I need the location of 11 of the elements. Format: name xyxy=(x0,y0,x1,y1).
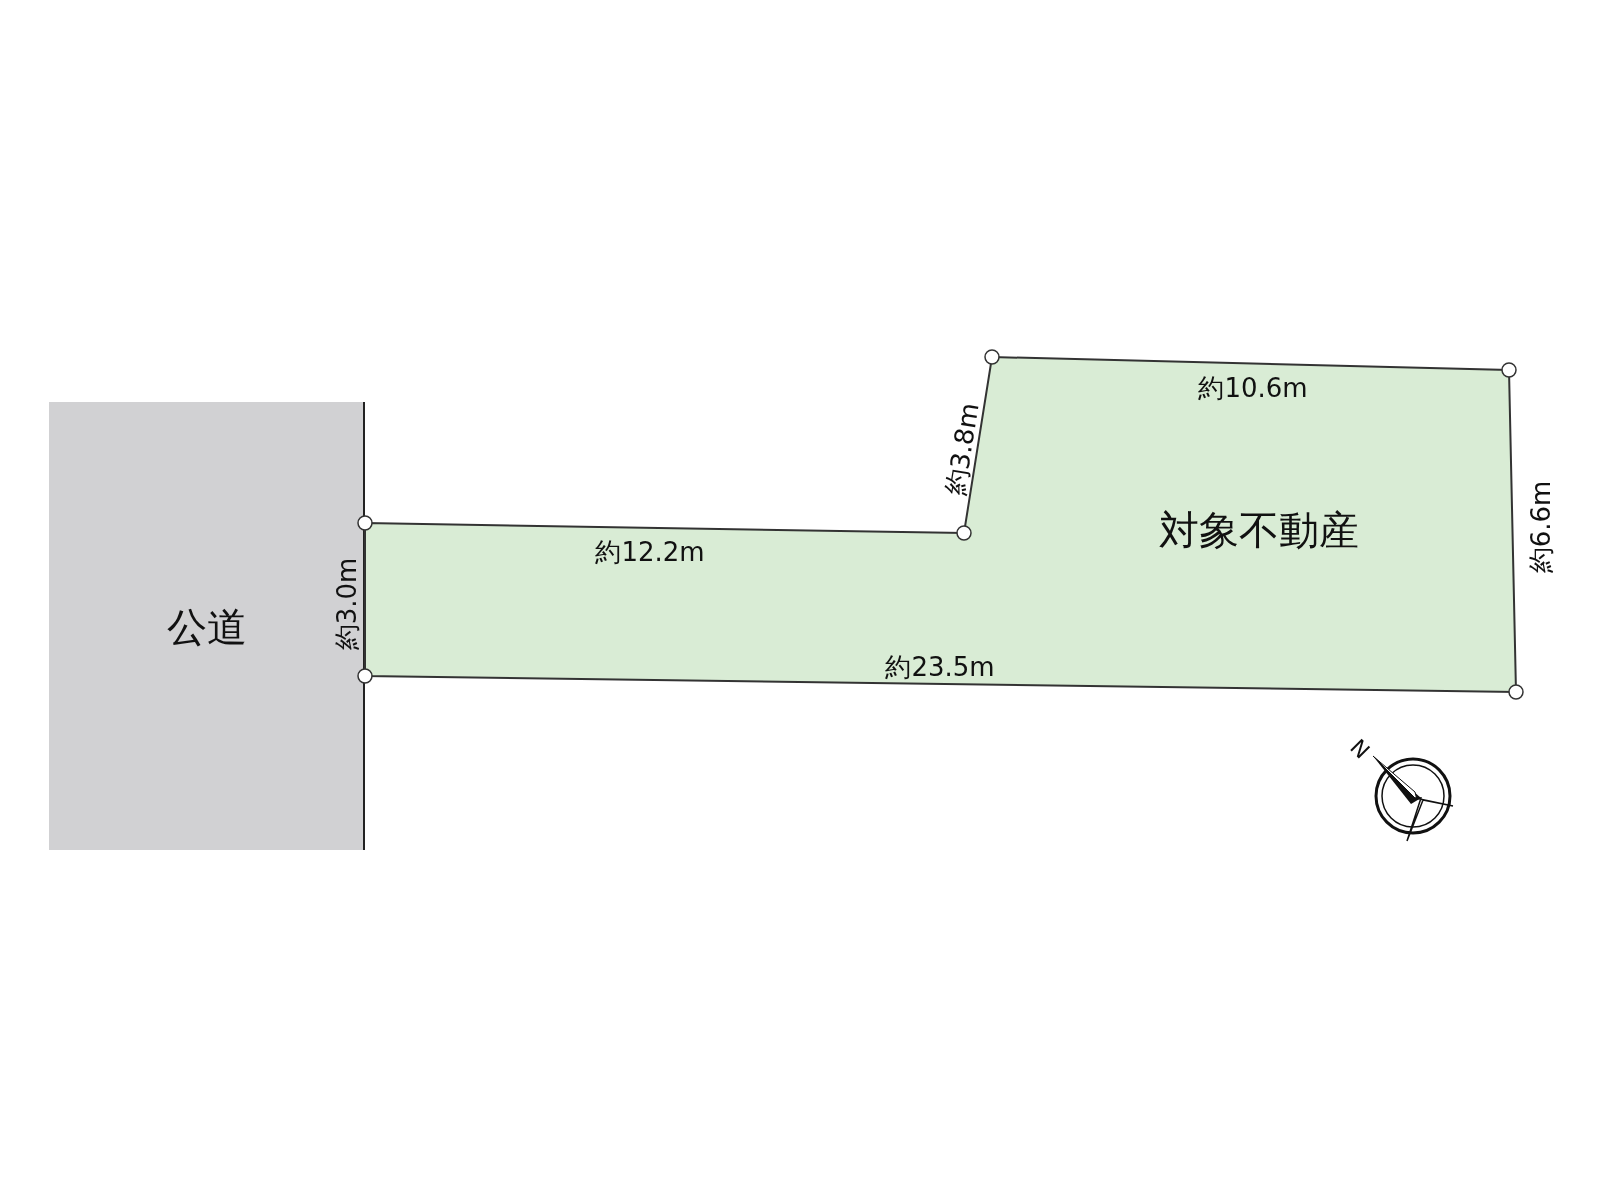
dimension-label: 約3.8m xyxy=(939,400,986,498)
dimension-label: 約23.5m xyxy=(885,650,995,684)
dimension-label: 約12.2m xyxy=(595,535,705,569)
lot-label: 対象不動産 xyxy=(1159,505,1359,555)
road-label: 公道 xyxy=(167,602,247,652)
dimension-label: 約10.6m xyxy=(1198,371,1308,405)
dimension-label: 約3.0m xyxy=(330,557,363,651)
north-label: N xyxy=(1345,734,1375,764)
road-area xyxy=(49,402,365,850)
lot-area xyxy=(365,357,1516,692)
dimension-label: 約6.6m xyxy=(1524,480,1557,574)
